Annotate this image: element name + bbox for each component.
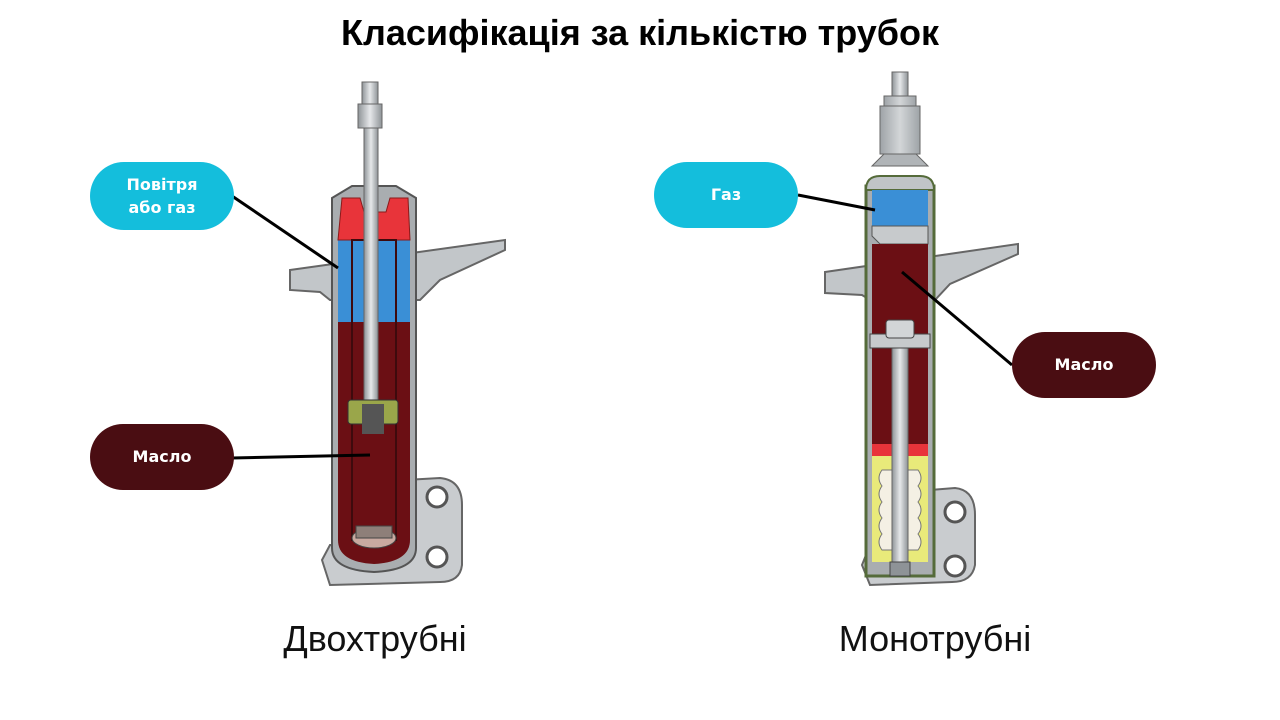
mono-piston-top (885, 319, 915, 339)
label-mono-oil: Масло (1012, 332, 1156, 398)
page-title: Класифікація за кількістю трубок (341, 12, 939, 53)
mono-tube-top (864, 175, 936, 191)
leader-twin-air (231, 194, 339, 270)
mono-tube-shock (824, 71, 1019, 587)
twin-oil-fill (338, 320, 410, 564)
mono-bracket-hole-1 (943, 500, 967, 524)
twin-piston-rod (361, 81, 379, 105)
caption-twin-tube: Двохтрубні (283, 618, 467, 659)
twin-piston-rod-upper (357, 103, 383, 129)
label-mono-gas: Газ (654, 162, 798, 228)
twin-piston-rod-main (363, 127, 379, 401)
mono-top-shoulder (870, 153, 930, 167)
label-twin-air: Повітря або газ (90, 162, 234, 230)
twin-bracket-hole-1 (425, 485, 449, 509)
leader-mono-oil (901, 270, 1013, 367)
mono-rod-end (889, 561, 911, 577)
twin-base-valve-body (355, 525, 393, 539)
mono-top-cap (883, 95, 917, 107)
mono-floating-piston (871, 225, 929, 245)
twin-tube-shock (289, 81, 506, 587)
leader-mono-gas (797, 193, 876, 212)
mono-bracket-hole-2 (943, 554, 967, 578)
label-twin-oil: Масло (90, 424, 234, 490)
mono-top-housing (879, 105, 921, 155)
leader-twin-oil (231, 453, 371, 460)
caption-mono-tube: Монотрубні (838, 618, 1032, 659)
mono-gas-fill (872, 190, 928, 226)
twin-piston-core (362, 404, 384, 434)
mono-rod-tip (891, 71, 909, 97)
twin-bracket-hole-2 (425, 545, 449, 569)
mono-piston-rod (891, 339, 909, 571)
